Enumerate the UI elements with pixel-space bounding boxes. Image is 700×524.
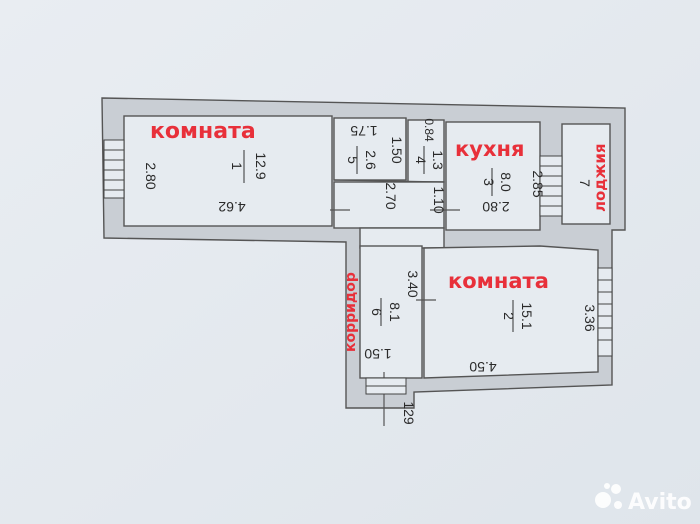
room-2-area: 15.1: [519, 302, 535, 329]
room-6-width: 1.50: [364, 346, 391, 362]
hall-width: 2.70: [383, 182, 399, 209]
loggia-label: лоджия: [591, 144, 609, 212]
room-3-area: 8.0: [498, 172, 514, 192]
walls: [101, 97, 626, 409]
loggia-number: 7: [577, 179, 593, 187]
room-4-side: 1.10: [431, 186, 447, 213]
room-6-number: 6: [369, 308, 385, 316]
room-3-width: 2.80: [482, 199, 509, 215]
room-1-height: 2.80: [143, 162, 159, 189]
room-6-area: 8.1: [387, 302, 403, 322]
window-kitchen: [539, 155, 563, 217]
room-1-width: 4.62: [218, 199, 245, 215]
avito-dots-icon: [595, 483, 622, 509]
room-4-area: 1.3: [430, 150, 446, 170]
room-4-number: 4: [413, 156, 429, 164]
room-3-height: 2.85: [530, 170, 546, 197]
room-4-top: 0.84: [422, 118, 436, 142]
room-5-top: 1.75: [350, 123, 377, 139]
window-right: [597, 267, 613, 357]
corridor-label: корридор: [343, 272, 359, 352]
room-5-side: 1.50: [389, 136, 405, 163]
room-3-number: 3: [481, 178, 497, 186]
avito-watermark: Avito: [595, 483, 692, 515]
room-2-number: 2: [501, 312, 517, 320]
room-2-width: 4.50: [469, 359, 496, 375]
room-2-height: 3.36: [582, 304, 598, 331]
room-1-label: комната: [150, 119, 256, 144]
room-2-label: комната: [448, 269, 549, 293]
room-5-area: 2.6: [363, 150, 379, 170]
room-1-number: 1: [229, 162, 245, 170]
plan-mark: 129: [401, 401, 417, 425]
room-5-number: 5: [345, 156, 361, 164]
room-1-area: 12.9: [253, 152, 269, 179]
room-6-height: 3.40: [405, 270, 421, 297]
entrance-door: [365, 377, 407, 395]
window-left: [103, 139, 125, 199]
room-3-label: кухня: [455, 137, 524, 161]
avito-watermark-text: Avito: [628, 490, 692, 515]
